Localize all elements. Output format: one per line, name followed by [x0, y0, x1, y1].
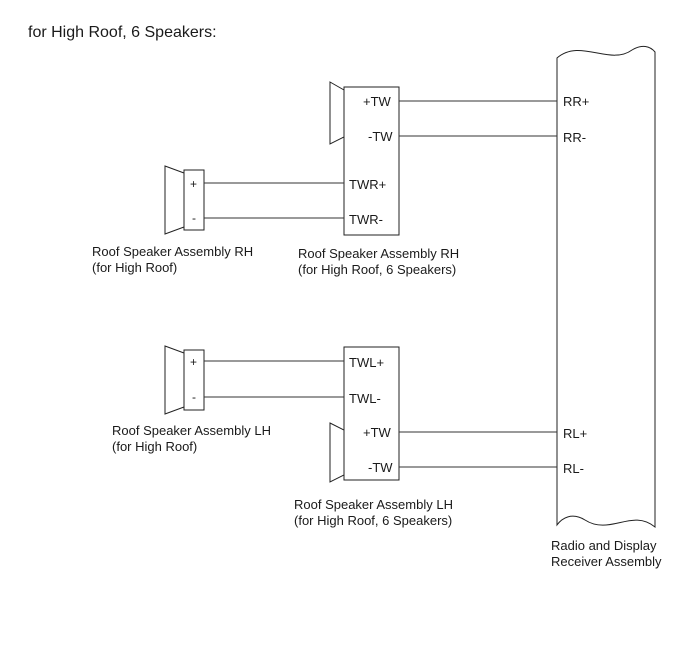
receiver-pin-rl-minus: RL- — [563, 461, 584, 476]
rh-6sp-tweeter-icon — [329, 81, 345, 145]
receiver-pin-rr-plus: RR+ — [563, 94, 589, 109]
receiver-caption-1: Radio and Display — [551, 538, 657, 553]
lh-6sp-pin-plus-tw: +TW — [363, 425, 392, 440]
rh-6sp-pin-minus-tw: -TW — [368, 129, 393, 144]
lh-6sp-tweeter-icon — [329, 422, 345, 483]
receiver-pin-rr-minus: RR- — [563, 130, 586, 145]
lh-6sp-pin-minus-tw: -TW — [368, 460, 393, 475]
lh-speaker-pin-minus: - — [192, 390, 196, 404]
rh-6sp-pin-plus-tw: +TW — [363, 94, 392, 109]
rh-high-roof-caption-1: Roof Speaker Assembly RH — [92, 244, 253, 259]
rh-high-roof-caption-2: (for High Roof) — [92, 260, 177, 275]
lh-speaker-icon — [164, 345, 185, 415]
lh-6sp-pin-twl-minus: TWL- — [349, 391, 381, 406]
rh-speaker-icon — [164, 165, 185, 235]
lh-high-roof-speaker — [164, 345, 205, 415]
rh-speaker-pin-plus: + — [190, 177, 197, 191]
lh-speaker-pin-plus: + — [190, 355, 197, 369]
rh-6sp-caption-2: (for High Roof, 6 Speakers) — [298, 262, 456, 277]
rh-6sp-assembly — [329, 81, 400, 236]
diagram-title: for High Roof, 6 Speakers: — [28, 24, 217, 41]
lh-6sp-assembly — [329, 346, 400, 483]
rh-speaker-pin-minus: - — [192, 211, 196, 225]
rh-high-roof-speaker — [164, 165, 205, 235]
receiver-pin-rl-plus: RL+ — [563, 426, 587, 441]
receiver-caption-2: Receiver Assembly — [551, 554, 662, 569]
wires — [204, 100, 557, 468]
lh-high-roof-caption-1: Roof Speaker Assembly LH — [112, 423, 271, 438]
rh-6sp-pin-twr-minus: TWR- — [349, 212, 383, 227]
rh-6sp-pin-twr-plus: TWR+ — [349, 177, 386, 192]
rh-6sp-caption-1: Roof Speaker Assembly RH — [298, 246, 459, 261]
receiver-assembly — [556, 45, 656, 529]
lh-6sp-pin-twl-plus: TWL+ — [349, 355, 384, 370]
lh-6sp-caption-2: (for High Roof, 6 Speakers) — [294, 513, 452, 528]
lh-high-roof-caption-2: (for High Roof) — [112, 439, 197, 454]
lh-6sp-caption-1: Roof Speaker Assembly LH — [294, 497, 453, 512]
